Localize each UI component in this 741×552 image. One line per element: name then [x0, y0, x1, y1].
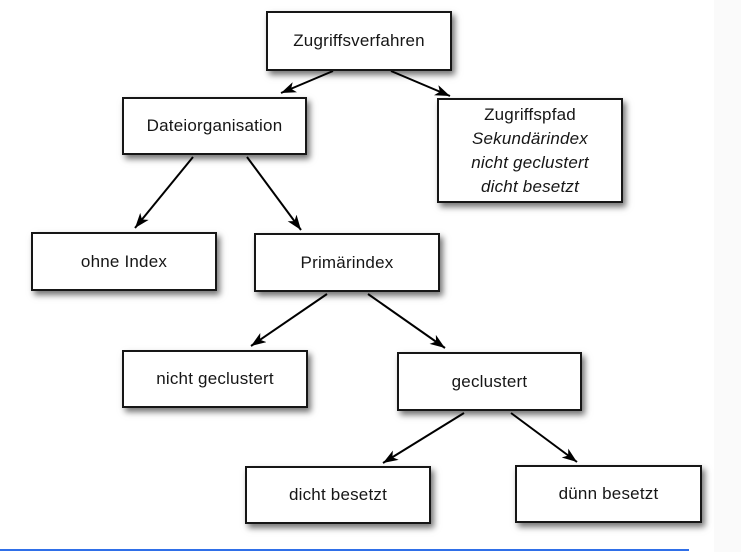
node-ohne-index: ohne Index [31, 232, 217, 291]
node-dicht-besetzt: dicht besetzt [245, 466, 431, 524]
edge-primaerindex-nicht-geclustert [250, 293, 328, 347]
node-label-line2: Sekundärindex [471, 128, 588, 148]
node-label: Primärindex [300, 252, 394, 272]
edge-zugriffsverfahren-zugriffspfad [390, 70, 451, 97]
node-duenn-besetzt: dünn besetzt [515, 465, 702, 523]
node-nicht-geclustert: nicht geclustert [122, 350, 308, 408]
bottom-accent-line [0, 549, 689, 551]
node-zugriffspfad: Zugriffspfad Sekundärindex nicht geclust… [437, 98, 623, 203]
node-label: Zugriffsverfahren [293, 31, 425, 50]
node-label: nicht geclustert [156, 369, 274, 388]
node-primaerindex: Primärindex [254, 233, 440, 292]
edge-primaerindex-geclustert [367, 293, 446, 349]
edge-dateiorganisation-primaerindex [246, 156, 302, 231]
edge-geclustert-dicht-besetzt [382, 412, 465, 464]
node-dateiorganisation: Dateiorganisation [122, 97, 307, 155]
page-right-margin [714, 0, 741, 552]
node-zugriffsverfahren: Zugriffsverfahren [266, 11, 452, 71]
node-label: dicht besetzt [288, 485, 388, 504]
node-label-line3: nicht geclustert [471, 152, 589, 172]
node-label-line1: Zugriffspfad [484, 104, 576, 124]
edge-geclustert-duenn-besetzt [510, 412, 578, 463]
node-label: ohne Index [80, 251, 168, 271]
node-geclustert: geclustert [397, 352, 582, 411]
node-label: geclustert [451, 371, 528, 391]
node-label: dünn besetzt [558, 484, 659, 503]
edge-dateiorganisation-ohne-index [134, 156, 194, 229]
node-label-line4: dicht besetzt [480, 176, 580, 196]
node-label: Dateiorganisation [146, 116, 283, 135]
edge-zugriffsverfahren-dateiorganisation [280, 70, 334, 94]
